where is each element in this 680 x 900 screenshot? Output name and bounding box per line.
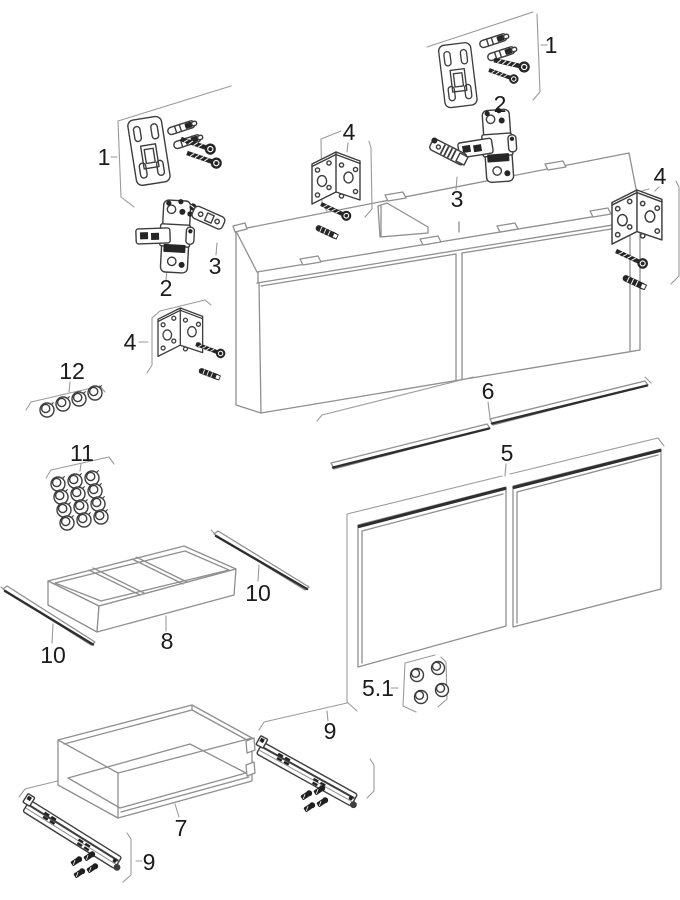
part-label-9-right: 9 [324,718,337,744]
wall-plate-icon [437,41,479,109]
callout-leader-3-right [455,176,458,191]
part-label-2-right: 2 [494,91,507,117]
callout-bracket-11 [45,456,115,479]
part-label-7: 7 [175,815,188,841]
part-label-3-right: 3 [451,186,464,212]
cabinet-left-reveal [257,271,262,414]
part-label-5-1: 5.1 [362,675,394,701]
callout-bracket-5-1 [402,654,448,713]
callout-leader-7 [174,803,180,818]
part-label-8: 8 [161,628,174,654]
screw-head-icon [434,682,450,698]
cover-cap-icon [71,390,87,407]
part-10-strips [2,530,310,646]
screw-head-icon [409,667,425,683]
cabinet-left-edge [235,230,262,414]
cover-cap-icon [73,498,89,515]
part-7-drawer-box [57,704,256,819]
callout-bracket-4-left [146,299,212,374]
front-rail-tab [496,222,519,233]
back-rail-tab [544,160,567,171]
back-rail-tab [384,191,407,202]
callout-leader-12 [68,381,71,393]
tray-partition [88,567,145,596]
callout-leader-6 [487,401,491,419]
callout-bracket-12 [25,385,106,411]
cover-cap-icon [50,475,66,492]
cover-cap-icon [87,482,103,499]
part-label-5: 5 [501,440,514,466]
cover-cap-icon [84,469,100,486]
cover-cap-icon [76,511,92,528]
drawer-front-left-outline [260,253,457,382]
callout-bracket-5 [346,437,665,712]
part-5-front-panels [357,448,662,668]
middle-divider-panel [377,202,429,238]
part-3-left-clip [187,203,226,230]
cover-cap-icon [67,472,83,489]
cover-cap-icon [55,395,71,412]
callout-bracket-9-right [258,702,375,799]
tray-front-wall [96,568,237,633]
slide-tab [245,761,256,777]
damper-hook-icon [431,137,438,144]
part-label-3-left: 3 [209,253,222,279]
cabinet-left-top-slant [235,230,258,273]
cover-cap-icon [87,384,103,401]
callout-leader-11 [79,463,82,472]
callout-leader-4-mid [346,142,349,153]
callout-leader-4-right [654,186,660,192]
callout-leader-3-left [215,242,218,256]
part-3-right-damper [429,137,469,166]
cabinet-front-outline [256,208,641,414]
callout-bracket-1-left [117,85,232,208]
cover-cap-icon [56,501,72,518]
part-8-divider-tray [47,545,237,633]
part-label-12: 12 [59,358,85,384]
callout-lines [0,11,680,883]
part-label-11: 11 [70,440,94,466]
corner-clip-tab [232,222,248,233]
screw-head-icon [430,660,446,676]
callout-leader-10-left [51,623,54,644]
cabinet-rail-bottom-line [256,220,638,284]
part-label-1-right: 1 [545,32,558,58]
part-labels: 1 1 2 2 3 3 4 4 4 5 5.1 6 7 8 9 9 10 10 … [40,32,666,875]
part-label-1-left: 1 [98,144,111,170]
cover-cap-icon [53,488,69,505]
part-label-9-left: 9 [143,849,156,875]
cover-cap-icon [59,514,75,531]
tray-partition [131,556,188,585]
part-11-cover-caps [50,469,109,531]
cover-cap-icon [90,495,106,512]
clip-plate [191,205,226,230]
cover-cap-icon [39,401,55,418]
part-label-10-right: 10 [245,580,271,606]
callout-leader-9-right [326,710,329,722]
part-label-4-mid: 4 [343,119,356,145]
part-6-handle-strips [330,380,649,470]
front-rail-tab [589,207,612,218]
callout-bracket-1-right [426,11,541,101]
part-label-6: 6 [482,378,495,404]
part-label-10-left: 10 [40,642,66,668]
front-rail-tab [419,235,442,246]
part-label-2-left: 2 [160,275,173,301]
slide-tab [245,737,256,754]
callout-leader-5 [504,463,507,477]
part-label-4-right: 4 [654,163,667,189]
cover-cap-icon [93,508,109,525]
screw-head-icon [413,689,429,705]
callout-leader-10-right [257,564,260,582]
front-rail-tab [299,255,322,266]
cover-cap-icon [70,485,86,502]
callout-bracket-6 [316,376,652,422]
part-label-4-left: 4 [124,329,137,355]
